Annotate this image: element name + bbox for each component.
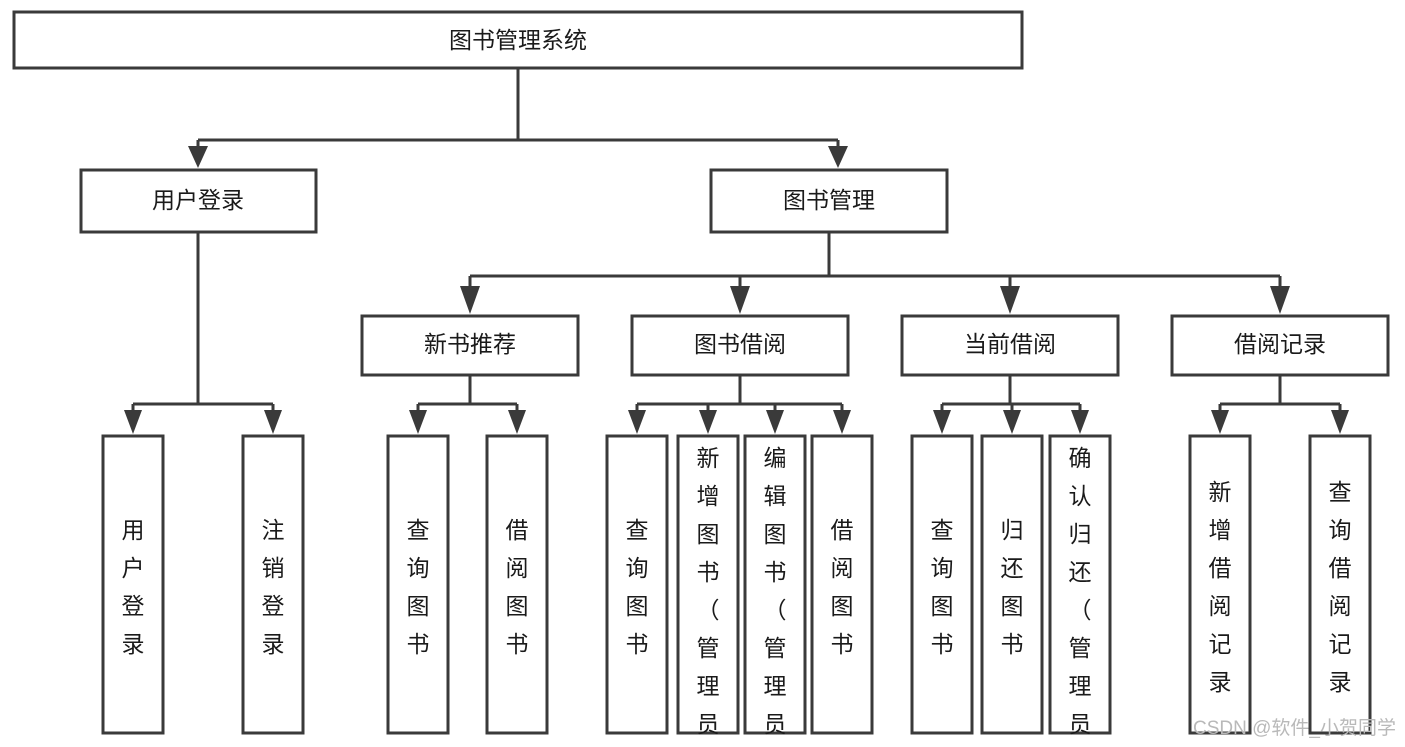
node-leaf-user-login-box[interactable] bbox=[101, 434, 165, 735]
arrow-head-leaf-query-borrow-record bbox=[1331, 410, 1349, 434]
node-user-login-label: 用户登录 bbox=[152, 187, 244, 213]
arrow-head-borrow-record bbox=[1270, 286, 1290, 314]
node-leaf-query-borrow-record[interactable]: 查询借阅记录 bbox=[1308, 434, 1372, 735]
node-user-login[interactable]: 用户登录 bbox=[79, 168, 318, 234]
arrow-head-leaf-query-book-2 bbox=[628, 410, 646, 434]
node-leaf-user-login[interactable]: 用户登录 bbox=[101, 434, 165, 735]
node-leaf-borrow-book-1-label: 借阅图书 bbox=[506, 517, 529, 657]
arrow-head-new-book-recommend bbox=[460, 286, 480, 314]
arrow-head-leaf-user-login bbox=[124, 410, 142, 434]
node-borrow-record-box[interactable] bbox=[1170, 314, 1390, 377]
arrow-head-leaf-confirm-return-admin bbox=[1071, 410, 1089, 434]
node-leaf-borrow-book-2-box[interactable] bbox=[810, 434, 874, 735]
node-leaf-add-book-admin[interactable]: 新增图书（管理员） bbox=[676, 434, 740, 747]
node-leaf-add-book-admin-box[interactable] bbox=[676, 434, 740, 735]
arrow-head-leaf-logout bbox=[264, 410, 282, 434]
node-leaf-query-book-1-box[interactable] bbox=[386, 434, 450, 735]
csdn-watermark: CSDN @软件_小贺同学 bbox=[1193, 717, 1396, 739]
leaf-nodes-layer: 用户登录 注销登录 查询图书 借阅图书 查询图书 新增图书（管理员） bbox=[101, 434, 1372, 747]
arrow-head-book-borrow bbox=[730, 286, 750, 314]
node-leaf-logout-label: 注销登录 bbox=[262, 517, 285, 657]
arrow-head-leaf-add-book-admin bbox=[699, 410, 717, 434]
node-leaf-borrow-book-2-label: 借阅图书 bbox=[831, 517, 854, 657]
arrow-head-leaf-borrow-book-2 bbox=[833, 410, 851, 434]
node-new-book-recommend-label: 新书推荐 bbox=[424, 331, 516, 357]
node-leaf-logout[interactable]: 注销登录 bbox=[241, 434, 305, 735]
node-leaf-query-book-3-label: 查询图书 bbox=[931, 517, 954, 657]
node-leaf-query-book-1-label: 查询图书 bbox=[407, 517, 430, 657]
node-leaf-return-book-box[interactable] bbox=[980, 434, 1044, 735]
arrow-head-leaf-edit-book-admin bbox=[766, 410, 784, 434]
arrow-head-user-login bbox=[188, 146, 208, 168]
node-leaf-borrow-book-2[interactable]: 借阅图书 bbox=[810, 434, 874, 735]
node-leaf-add-borrow-record[interactable]: 新增借阅记录 bbox=[1188, 434, 1252, 735]
node-book-management-box[interactable] bbox=[709, 168, 949, 234]
node-leaf-confirm-return-admin-box[interactable] bbox=[1048, 434, 1112, 735]
node-leaf-user-login-label: 用户登录 bbox=[122, 517, 145, 657]
arrow-head-leaf-borrow-book-1 bbox=[508, 410, 526, 434]
node-leaf-borrow-book-1-box[interactable] bbox=[485, 434, 549, 735]
arrow-head-leaf-return-book bbox=[1003, 410, 1021, 434]
node-leaf-return-book-label: 归还图书 bbox=[1001, 517, 1024, 657]
node-leaf-query-borrow-record-label: 查询借阅记录 bbox=[1329, 479, 1352, 695]
node-current-borrow[interactable]: 当前借阅 bbox=[900, 314, 1120, 377]
connector-layer bbox=[124, 68, 1349, 434]
node-leaf-query-book-2-label: 查询图书 bbox=[626, 517, 649, 657]
arrow-head-book-management bbox=[828, 146, 848, 168]
node-leaf-logout-box[interactable] bbox=[241, 434, 305, 735]
node-leaf-query-book-2-box[interactable] bbox=[605, 434, 669, 735]
node-leaf-return-book[interactable]: 归还图书 bbox=[980, 434, 1044, 735]
arrow-head-current-borrow bbox=[1000, 286, 1020, 314]
node-borrow-record[interactable]: 借阅记录 bbox=[1170, 314, 1390, 377]
node-leaf-query-borrow-record-box[interactable] bbox=[1308, 434, 1372, 735]
node-root-label: 图书管理系统 bbox=[449, 27, 587, 53]
node-leaf-edit-book-admin-label: 编辑图书（管理员） bbox=[764, 445, 787, 747]
node-root-box[interactable] bbox=[12, 10, 1024, 70]
node-book-management[interactable]: 图书管理 bbox=[709, 168, 949, 234]
node-borrow-record-label: 借阅记录 bbox=[1234, 331, 1326, 357]
node-book-borrow[interactable]: 图书借阅 bbox=[630, 314, 850, 377]
node-leaf-add-borrow-record-box[interactable] bbox=[1188, 434, 1252, 735]
node-leaf-add-borrow-record-label: 新增借阅记录 bbox=[1209, 479, 1232, 695]
node-new-book-recommend-box[interactable] bbox=[360, 314, 580, 377]
node-current-borrow-label: 当前借阅 bbox=[964, 331, 1056, 357]
node-new-book-recommend[interactable]: 新书推荐 bbox=[360, 314, 580, 377]
node-root[interactable]: 图书管理系统 bbox=[12, 10, 1024, 70]
node-book-borrow-label: 图书借阅 bbox=[694, 331, 786, 357]
node-user-login-box[interactable] bbox=[79, 168, 318, 234]
node-leaf-confirm-return-admin-label: 确认归还（管理员） bbox=[1069, 445, 1092, 747]
node-leaf-add-book-admin-label: 新增图书（管理员） bbox=[697, 445, 720, 747]
arrow-head-leaf-add-borrow-record bbox=[1211, 410, 1229, 434]
node-book-management-label: 图书管理 bbox=[783, 187, 875, 213]
arrow-head-leaf-query-book-1 bbox=[409, 410, 427, 434]
node-leaf-confirm-return-admin[interactable]: 确认归还（管理员） bbox=[1048, 434, 1112, 747]
node-leaf-query-book-2[interactable]: 查询图书 bbox=[605, 434, 669, 735]
node-leaf-query-book-1[interactable]: 查询图书 bbox=[386, 434, 450, 735]
arrow-head-leaf-query-book-3 bbox=[933, 410, 951, 434]
node-leaf-edit-book-admin-box[interactable] bbox=[743, 434, 807, 735]
node-current-borrow-box[interactable] bbox=[900, 314, 1120, 377]
node-leaf-query-book-3-box[interactable] bbox=[910, 434, 974, 735]
node-leaf-edit-book-admin[interactable]: 编辑图书（管理员） bbox=[743, 434, 807, 747]
node-book-borrow-box[interactable] bbox=[630, 314, 850, 377]
node-leaf-query-book-3[interactable]: 查询图书 bbox=[910, 434, 974, 735]
node-leaf-borrow-book-1[interactable]: 借阅图书 bbox=[485, 434, 549, 735]
